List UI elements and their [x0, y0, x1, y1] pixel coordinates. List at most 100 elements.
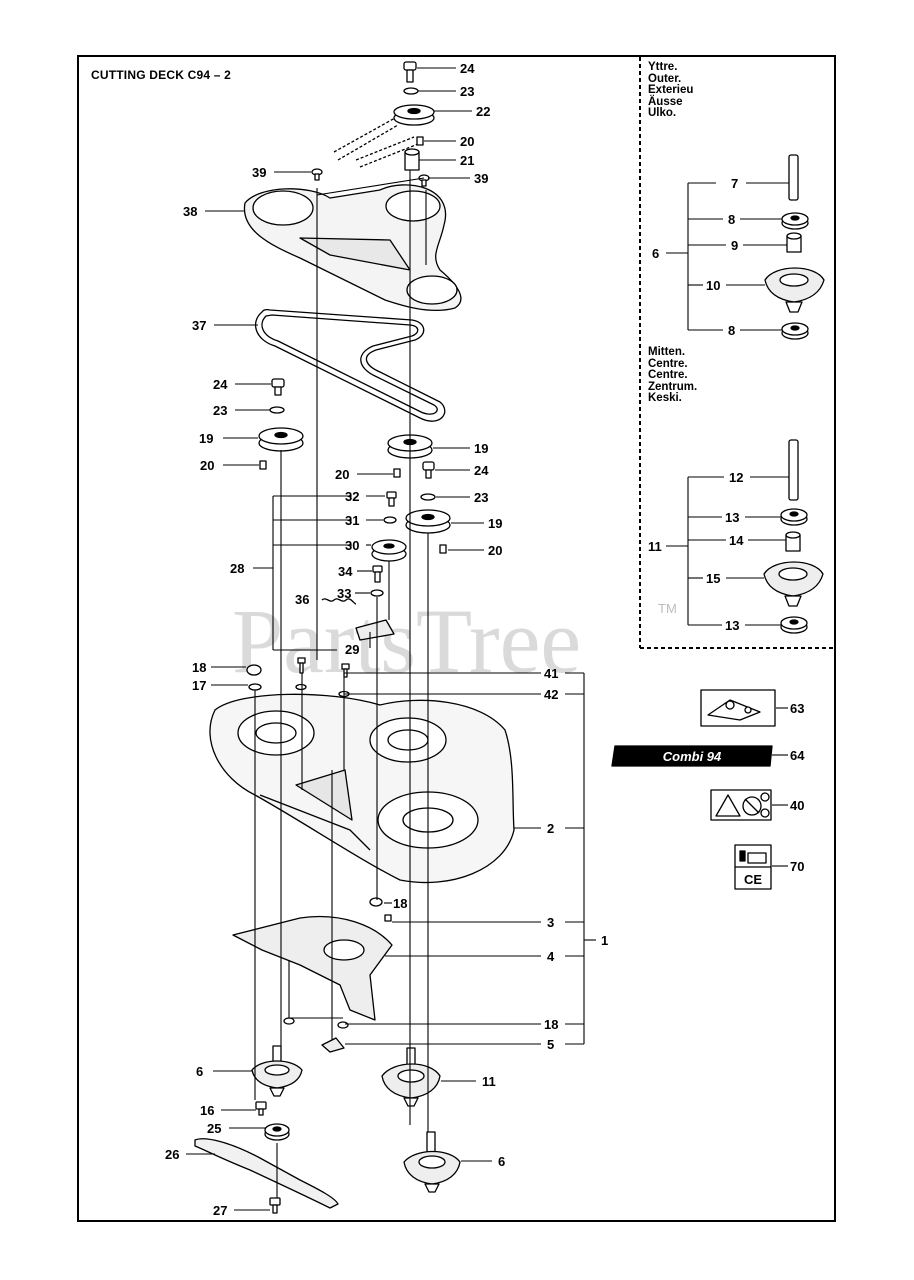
decal-64-text: Combi 94 — [663, 749, 722, 764]
callout-8: 8 — [728, 212, 735, 227]
callout-18: 18 — [393, 896, 407, 911]
callout-23: 23 — [460, 84, 474, 99]
callout-70: 70 — [790, 859, 804, 874]
bolt-24-left — [271, 378, 285, 396]
callout-25: 25 — [207, 1121, 221, 1136]
housing-10 — [764, 267, 825, 313]
belt-dashed — [333, 117, 419, 168]
bolt-24-top — [403, 61, 417, 83]
legend-line: Äusse — [648, 95, 683, 108]
watermark-tm: TM — [658, 601, 677, 616]
bolt-39-right — [418, 174, 430, 187]
callout-28: 28 — [230, 561, 244, 576]
diagram-frame — [77, 55, 836, 1222]
callout-14: 14 — [729, 533, 744, 548]
decal-63 — [700, 689, 776, 727]
legend-line: Zentrum. — [648, 380, 698, 393]
callout-6: 6 — [196, 1064, 203, 1079]
spindle-6-left — [251, 1045, 303, 1097]
spacer-9 — [786, 232, 802, 253]
callout-39: 39 — [474, 171, 488, 186]
washer-31 — [383, 516, 397, 524]
blade-26 — [194, 1138, 339, 1209]
callout-6: 6 — [652, 246, 659, 261]
spacer-14 — [785, 531, 801, 552]
callout-20: 20 — [200, 458, 214, 473]
watermark: PartsTree — [232, 590, 581, 692]
callout-8: 8 — [728, 323, 735, 338]
callout-2: 2 — [547, 821, 554, 836]
page-title: CUTTING DECK C94 – 2 — [91, 68, 232, 82]
callout-12: 12 — [729, 470, 743, 485]
bolt-16 — [255, 1101, 267, 1116]
key-20-right — [439, 544, 447, 554]
callout-40: 40 — [790, 798, 804, 813]
callout-38: 38 — [183, 204, 197, 219]
bolt-3 — [384, 914, 392, 922]
callout-24: 24 — [213, 377, 228, 392]
callout-34: 34 — [338, 564, 353, 579]
shaft-7 — [788, 154, 799, 201]
legend-line: Ulko. — [648, 107, 677, 119]
adapter-25 — [264, 1123, 290, 1141]
washer-33 — [370, 589, 384, 597]
spring-36 — [321, 598, 357, 605]
decal-70: CE — [734, 844, 772, 890]
callout-27: 27 — [213, 1203, 227, 1218]
idler-pulley-30 — [371, 539, 407, 562]
callout-11: 11 — [648, 539, 662, 554]
bolt-34 — [372, 565, 383, 583]
callout-37: 37 — [192, 318, 206, 333]
callout-18: 18 — [544, 1017, 558, 1032]
legend-line: Centre. — [648, 357, 688, 370]
callout-19: 19 — [474, 441, 488, 456]
callout-10: 10 — [706, 278, 720, 293]
side-panel-divider — [639, 57, 834, 649]
housing-15 — [763, 561, 824, 607]
wing-bolt-5 — [321, 1037, 345, 1053]
legend-line: Outer. — [648, 72, 682, 85]
callout-19: 19 — [488, 516, 502, 531]
bearing-13-top — [780, 508, 808, 526]
callout-18: 18 — [192, 660, 206, 675]
callout-39: 39 — [252, 165, 266, 180]
washer-17 — [248, 683, 262, 691]
bolt-27 — [269, 1197, 281, 1214]
callout-36: 36 — [295, 592, 309, 607]
legend-line: Mitten. — [648, 346, 686, 358]
legend-line: Keski. — [648, 392, 682, 404]
spindle-11-center — [381, 1047, 441, 1107]
idler-arm-29 — [355, 619, 395, 641]
callout-23: 23 — [474, 490, 488, 505]
callout-13: 13 — [725, 510, 739, 525]
nut-18-mid — [369, 897, 383, 907]
callout-24: 24 — [460, 61, 475, 76]
washer-23-top — [403, 87, 419, 95]
decal-70-text: CE — [744, 872, 762, 887]
spindle-6-right — [403, 1131, 461, 1193]
washer-23-right — [420, 493, 436, 501]
bolt-32 — [386, 491, 397, 507]
nut-18-top — [246, 664, 262, 676]
callout-21: 21 — [460, 153, 474, 168]
legend-line: Exterieu — [648, 84, 694, 96]
callout-15: 15 — [706, 571, 720, 586]
belt-37 — [254, 308, 446, 422]
callout-30: 30 — [345, 538, 359, 553]
key-20-center — [393, 468, 401, 478]
key-20-left — [259, 460, 267, 470]
leader-lines — [186, 67, 789, 1211]
deck-cover-38 — [243, 184, 462, 312]
bearing-8-bottom — [781, 322, 809, 340]
callout-16: 16 — [200, 1103, 214, 1118]
callout-17: 17 — [192, 678, 206, 693]
callout-11: 11 — [482, 1074, 496, 1089]
pulley-19-right — [405, 509, 451, 534]
key-20-top — [416, 136, 424, 146]
pulley-19-left — [258, 427, 304, 452]
legend-line: Centre. — [648, 369, 688, 381]
callout-64: 64 — [790, 748, 805, 763]
callout-5: 5 — [547, 1037, 554, 1052]
bolt-24-right — [422, 461, 435, 479]
